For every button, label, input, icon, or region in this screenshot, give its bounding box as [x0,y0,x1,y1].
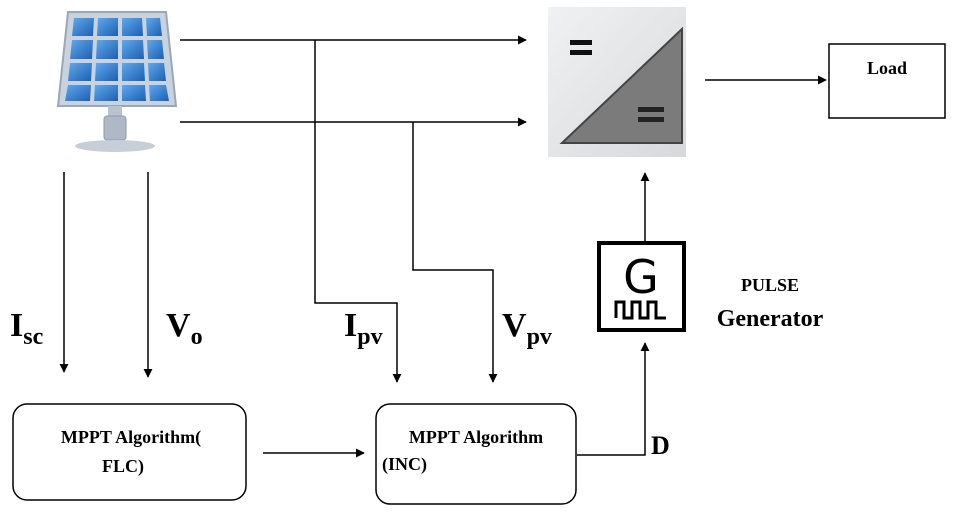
flc-label-line2: FLC) [102,456,144,477]
flc-label-line1: MPPT Algorithm( [61,427,201,448]
isc-label: Isc [10,307,44,350]
duty-label: D [651,431,670,460]
pulse-generator-glyph: G [623,250,659,304]
pulse-generator-icon: G [597,241,686,332]
dc-dc-converter-icon [548,7,686,157]
vpv-label: Vpv [502,307,552,350]
vo-label: Vo [166,307,203,350]
inc-label-line1: MPPT Algorithm [409,427,543,447]
mppt-inc-block: MPPT Algorithm (INC) [375,403,577,505]
pulse-label-line1: PULSE [741,275,799,295]
load-block: Load [828,43,946,119]
vpv-arrow [412,122,498,383]
inc-label-line2: (INC) [382,454,427,475]
solar-panel-icon [56,11,178,152]
mppt-flc-block: MPPT Algorithm( FLC) [12,403,247,501]
pulse-label-line2: Generator [717,306,824,332]
duty-arrow [577,342,650,456]
ipv-label: Ipv [344,307,383,350]
load-label: Load [867,58,907,78]
ipv-arrow [314,40,402,383]
signal-lines [59,35,827,458]
